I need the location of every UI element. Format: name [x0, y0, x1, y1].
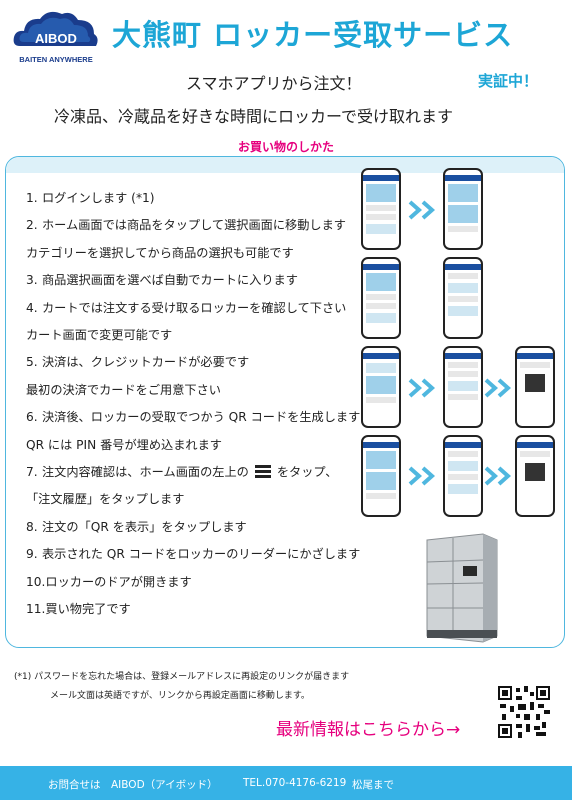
step-6: 6.決済後、ロッカーの受取でつかう QR コードを生成します: [26, 410, 361, 425]
double-chevron-right-icon: [408, 466, 436, 486]
double-chevron-right-icon: [408, 200, 436, 220]
step-2: 2.ホーム画面では商品をタップして選択画面に移動します: [26, 218, 346, 233]
step-2-cont: カテゴリーを選択してから商品の選択も可能です: [26, 245, 294, 260]
footer-contact-bar: お問合せは AIBOD（アイボッド） TEL.070-4176-6219 松尾ま…: [0, 766, 572, 800]
step-11: 11.買い物完了です: [26, 602, 131, 617]
locker-illustration: [426, 533, 498, 643]
step-9: 9.表示された QR コードをロッカーのリーダーにかざします: [26, 547, 361, 562]
phone-qr-screen: [515, 346, 555, 428]
phone-order-history-screen: [443, 435, 483, 517]
footer-tel[interactable]: TEL.070-4176-6219: [243, 777, 347, 789]
trial-badge: 実証中！: [478, 72, 539, 90]
step-5: 5.決済は、クレジットカードが必要です: [26, 355, 250, 370]
step-10: 10.ロッカーのドアが開きます: [26, 574, 192, 589]
footer-person: 松尾まで: [352, 779, 394, 791]
step-6-cont: QR には PIN 番号が埋め込まれます: [26, 437, 222, 452]
subtitle-app-order: スマホアプリから注文！: [186, 74, 362, 93]
double-chevron-right-icon: [484, 378, 512, 398]
phone-home-screen: [443, 168, 483, 250]
phone-login-screen: [361, 168, 401, 250]
phone-payment-screen: [361, 346, 401, 428]
logo-name: AIBOD: [35, 31, 77, 46]
footnote-email: メール文面は英語ですが、リンクから再設定画面に移動します。: [50, 691, 310, 701]
howto-heading: お買い物のしかた: [237, 140, 334, 154]
step-1: 1.ログインします (*1): [26, 191, 155, 205]
phone-payment-confirm-screen: [443, 346, 483, 428]
steps-list: 1.ログインします (*1) 2.ホーム画面では商品をタップして選択画面に移動し…: [26, 185, 360, 624]
phone-show-qr-screen: [515, 435, 555, 517]
step-8: 8.注文の「QR を表示」をタップします: [26, 519, 247, 534]
step-7: 7.注文内容確認は、ホーム画面の左上のをタップ、: [26, 465, 338, 480]
step-7-cont: 「注文履歴」をタップします: [26, 492, 185, 507]
hamburger-menu-icon: [254, 465, 271, 478]
double-chevron-right-icon: [408, 378, 436, 398]
latest-info-link[interactable]: 最新情報はこちらから→: [276, 720, 461, 740]
step-4: 4.カートでは注文する受け取るロッカーを確認して下さい: [26, 300, 347, 315]
step-4-cont: カート画面で変更可能です: [26, 328, 173, 343]
subtitle-locker-pickup: 冷凍品、冷蔵品を好きな時間にロッカーで受け取れます: [54, 107, 454, 126]
footnote-password: (*1) パスワードを忘れた場合は、登録メールアドレスに再設定のリンクが届きます: [14, 672, 350, 682]
aibod-logo: AIBOD BAITEN ANYWHERE: [13, 11, 98, 64]
footer-contact: お問合せは AIBOD（アイボッド）: [48, 779, 218, 791]
panel-top-band: [6, 157, 564, 173]
phone-home-menu-screen: [361, 435, 401, 517]
logo-tagline: BAITEN ANYWHERE: [19, 55, 92, 64]
step-5-cont: 最初の決済でカードをご用意下さい: [26, 382, 221, 397]
step-3: 3.商品選択画面を選べば自動でカートに入ります: [26, 273, 298, 288]
double-chevron-right-icon: [484, 466, 512, 486]
page-title: 大熊町 ロッカー受取サービス: [112, 18, 514, 52]
phone-product-screen: [361, 257, 401, 339]
qr-code-icon[interactable]: [498, 686, 550, 738]
phone-cart-screen: [443, 257, 483, 339]
